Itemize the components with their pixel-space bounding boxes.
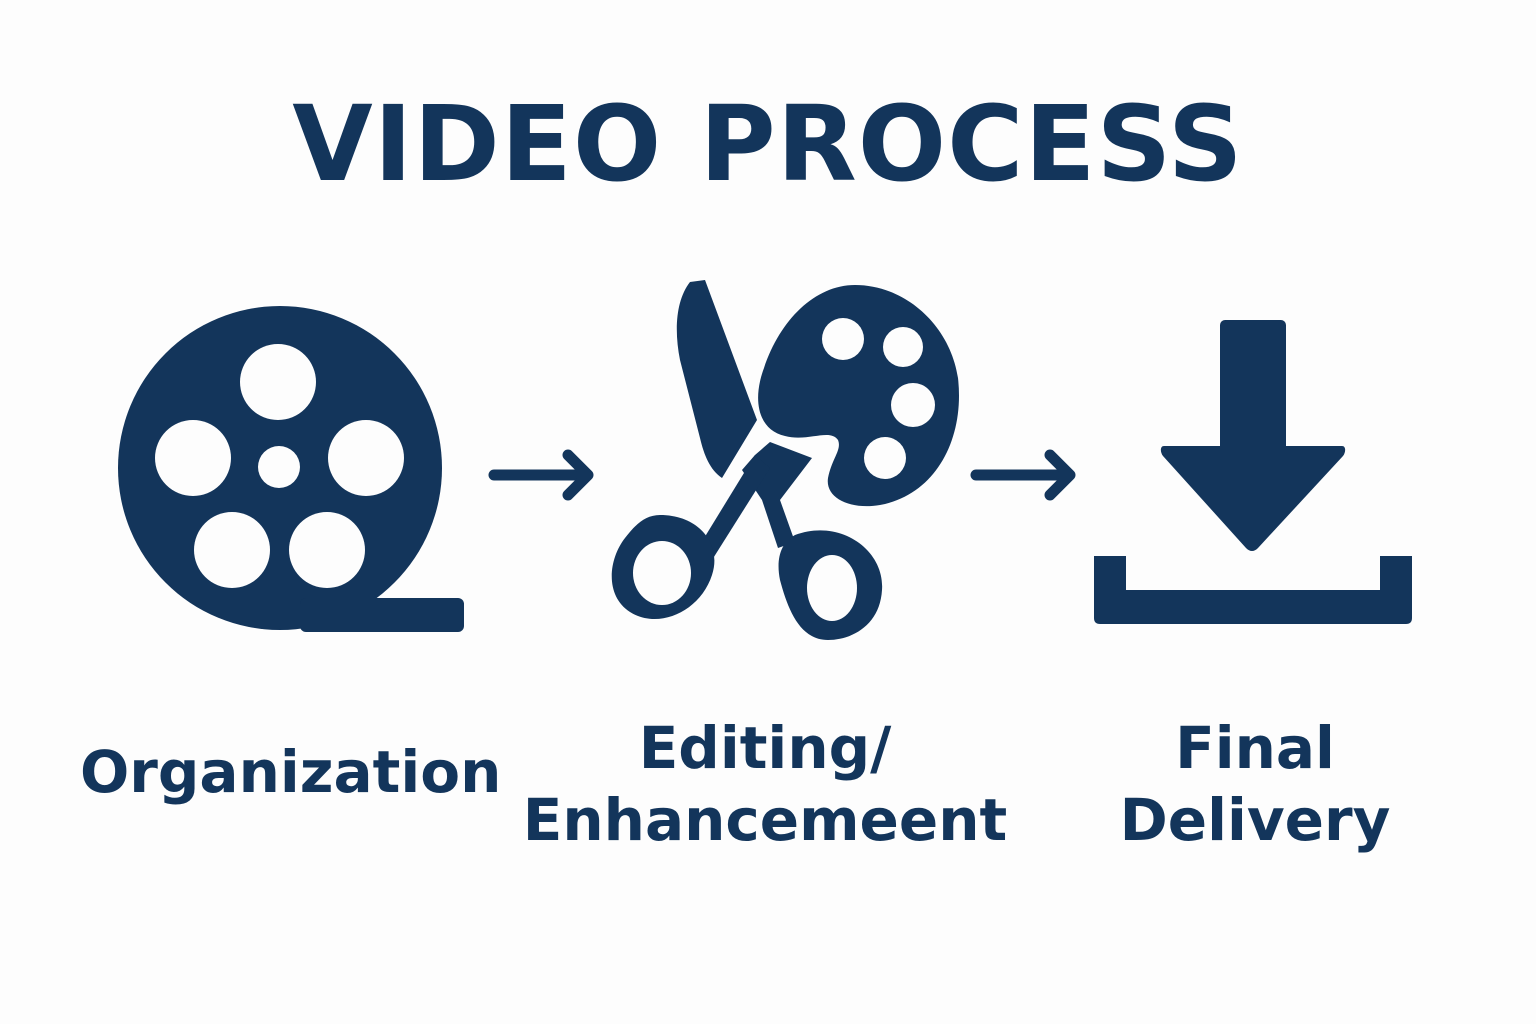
scissors-palette-icon — [611, 280, 960, 640]
arrow-right-icon — [970, 449, 1076, 501]
film-reel-icon — [118, 306, 464, 632]
diagram-title: VIDEO PROCESS — [292, 83, 1244, 205]
step-label-final-delivery: Final Delivery — [1119, 714, 1391, 854]
arrow-right-icon — [488, 449, 594, 501]
step-label-editing: Editing/ Enhancemeent — [522, 714, 1008, 854]
download-icon — [1094, 320, 1412, 624]
step-label-organization: Organization — [80, 738, 502, 806]
